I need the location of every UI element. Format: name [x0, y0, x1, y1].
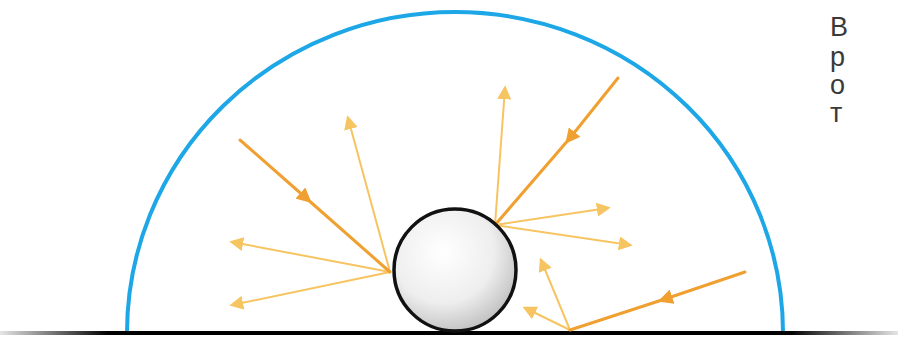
side-text-letter: р	[830, 42, 845, 72]
sphere	[394, 209, 516, 331]
light-rays	[232, 78, 745, 330]
side-text-letter: т	[830, 98, 842, 128]
side-text-letter: о	[830, 70, 845, 100]
sky-dome	[127, 12, 783, 333]
side-text-letter: В	[830, 12, 848, 42]
